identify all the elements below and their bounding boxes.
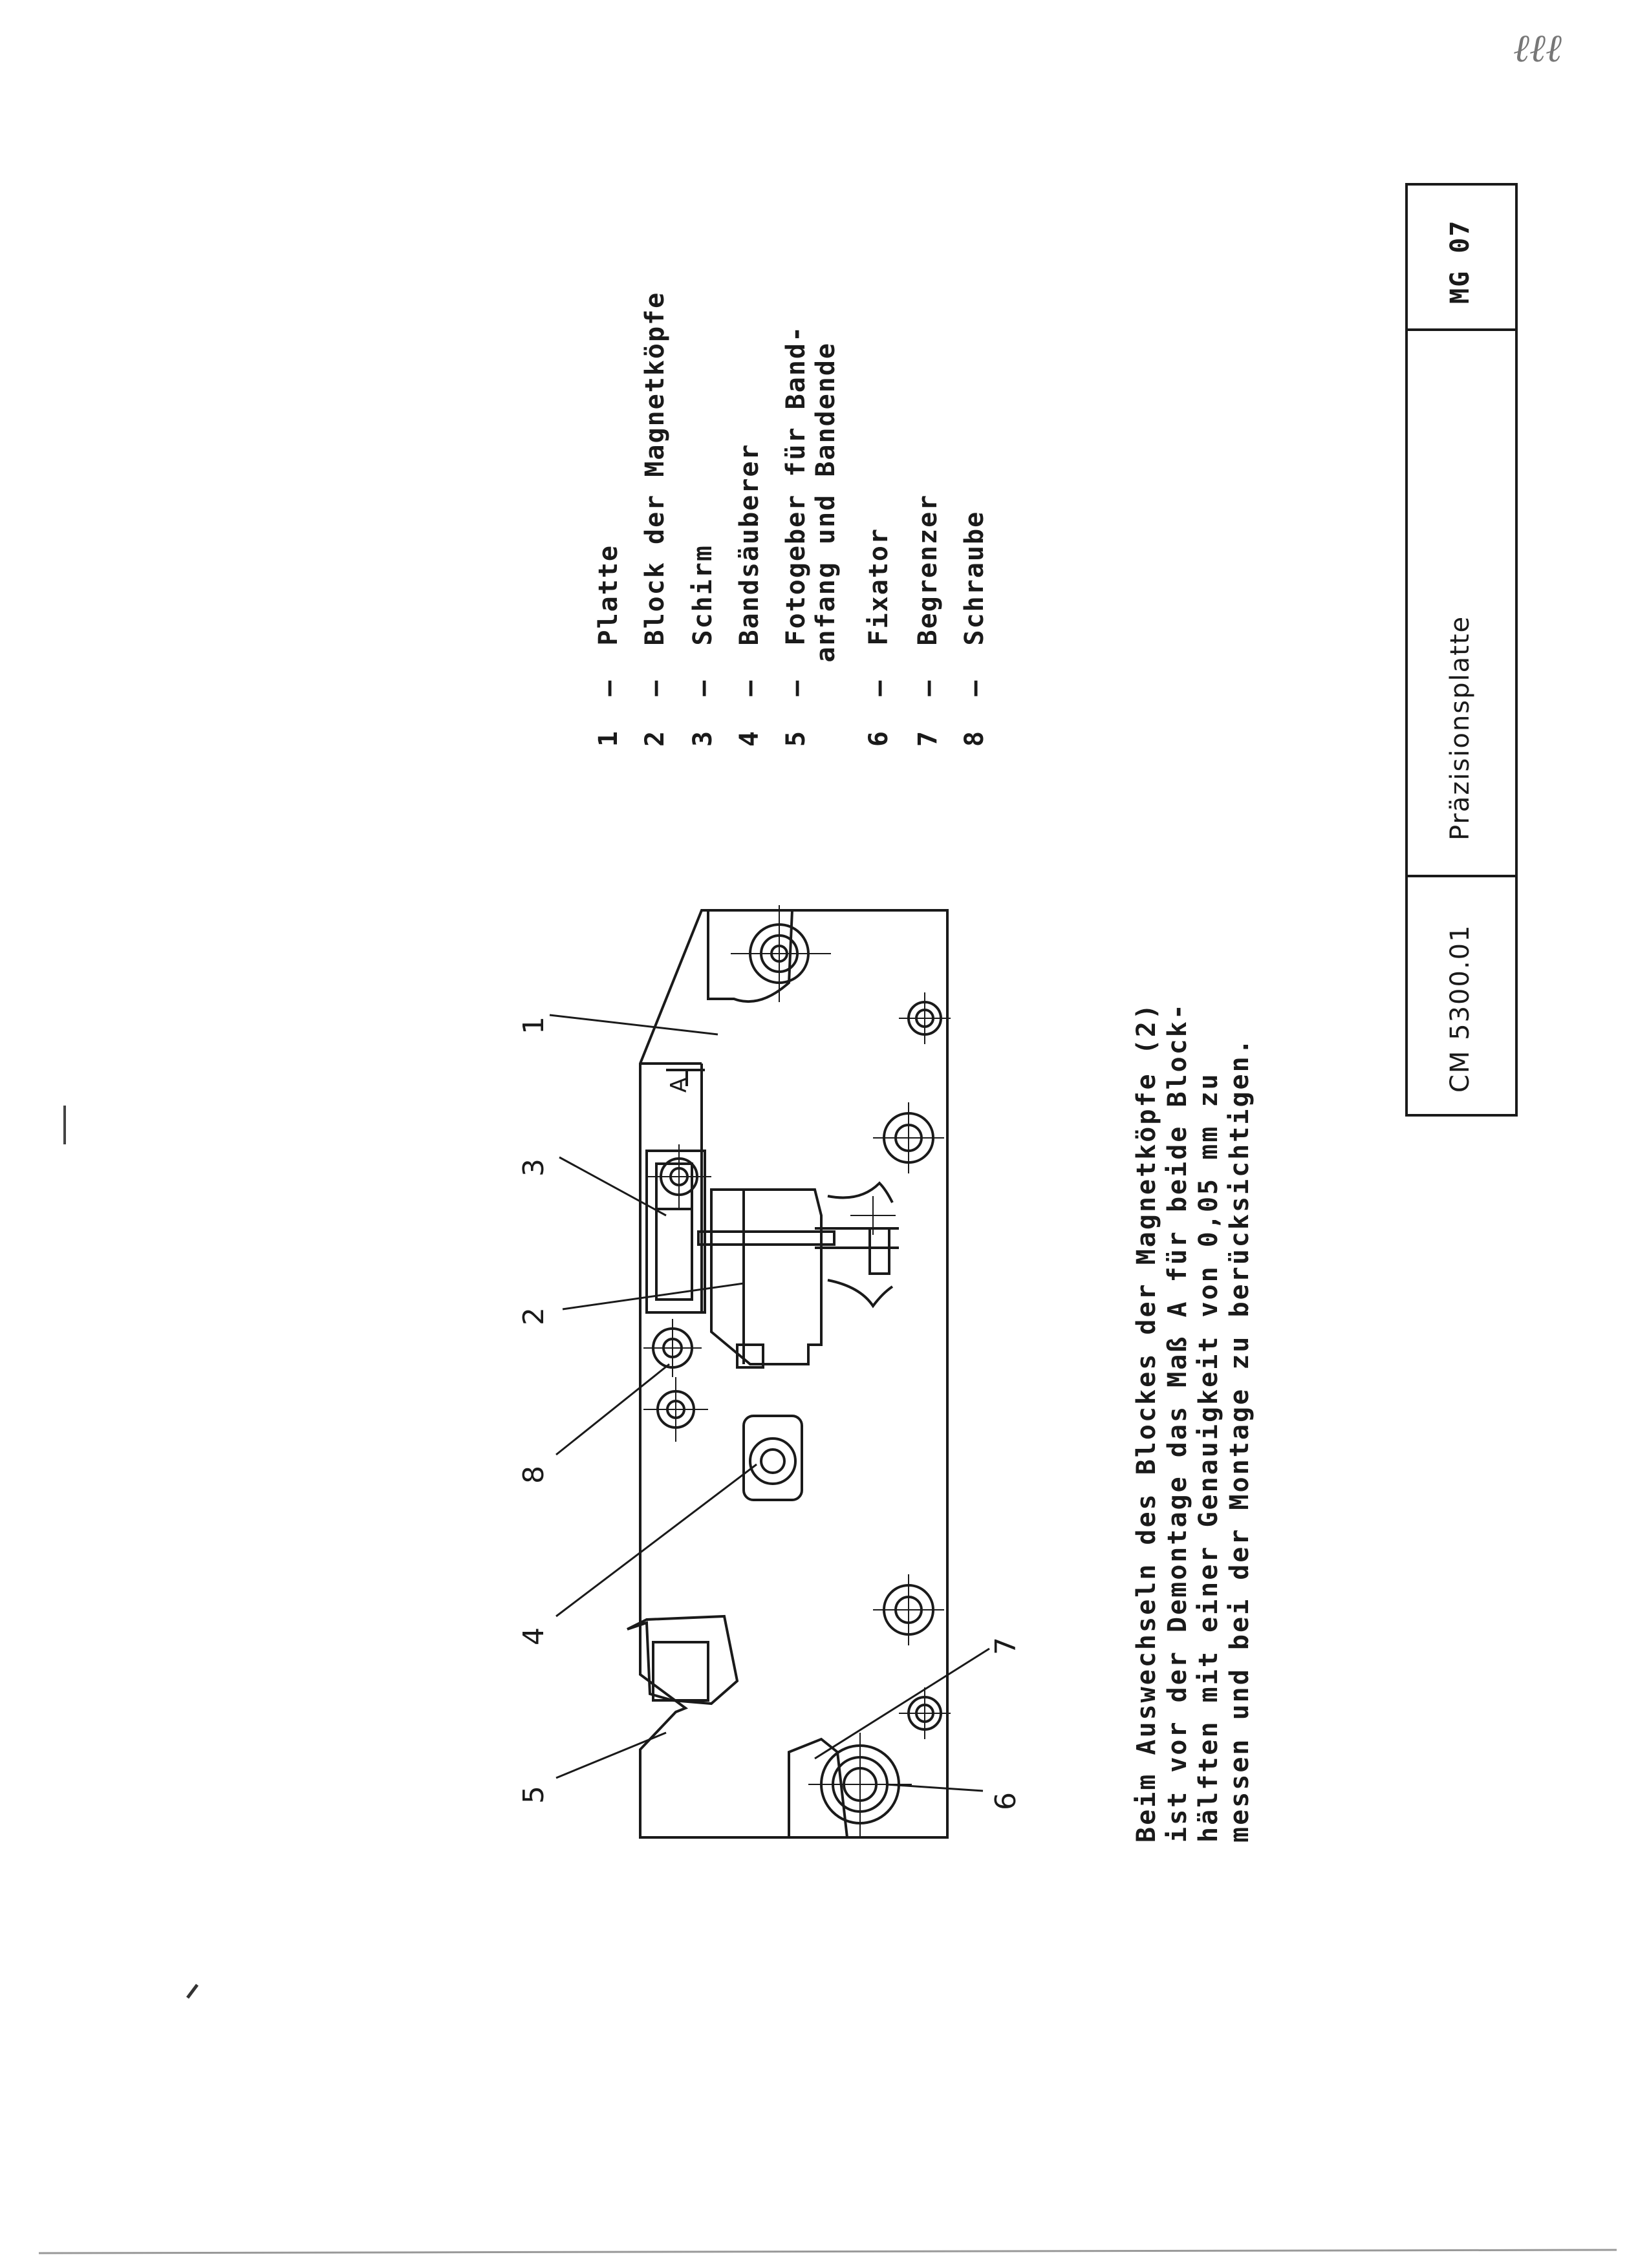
title-block-frame: [1405, 183, 1518, 1117]
legend-item-continuation: anfang und Bandende: [811, 342, 841, 663]
legend-item: 1 – Platte: [594, 544, 623, 747]
plate-outline: [639, 909, 949, 1839]
plate-screws: [652, 923, 942, 1731]
legend-item: 8 – Schraube: [960, 510, 989, 747]
note-line: Beim Auswechseln des Blockes der Magnetk…: [1132, 1002, 1161, 1843]
legend-item: 7 – Begrenzer: [913, 493, 943, 747]
photo-sensor: [627, 1614, 739, 1706]
callout-6: 6: [989, 1792, 1022, 1810]
doc-code: MG 07: [1445, 219, 1475, 304]
callout-3: 3: [517, 1159, 550, 1177]
precision-plate-diagram: [549, 905, 990, 1839]
callout-8: 8: [517, 1466, 550, 1484]
callout-2: 2: [517, 1307, 550, 1325]
doc-title: Präzisionsplatte: [1445, 615, 1475, 840]
legend-item: 6 – Fixator: [864, 527, 894, 747]
page-mark: ℓℓℓ: [1513, 26, 1562, 71]
legend-item: 5 – Fotogeber für Band-: [781, 325, 811, 747]
note-line: hälften mit einer Genauigkeit von 0,05 m…: [1194, 1072, 1223, 1843]
callout-1: 1: [517, 1016, 550, 1034]
legend-item: 4 – Bandsäuberer: [735, 443, 764, 747]
callout-5: 5: [517, 1786, 550, 1804]
callout-4: 4: [517, 1627, 550, 1645]
doc-number: CM 5300.01: [1445, 924, 1475, 1093]
callout-7: 7: [989, 1637, 1022, 1655]
note-line: ist vor der Demontage das Maß A für beid…: [1163, 1002, 1192, 1843]
legend-item: 2 – Block der Magnetköpfe: [640, 291, 670, 747]
tape-cleaner: [742, 1415, 803, 1501]
magnet-head-block: [710, 1188, 823, 1365]
legend-item: 3 – Schirm: [688, 544, 718, 747]
note-line: messen und bei der Montage zu berücksich…: [1225, 1037, 1255, 1843]
dimension-label: A: [666, 1077, 692, 1093]
